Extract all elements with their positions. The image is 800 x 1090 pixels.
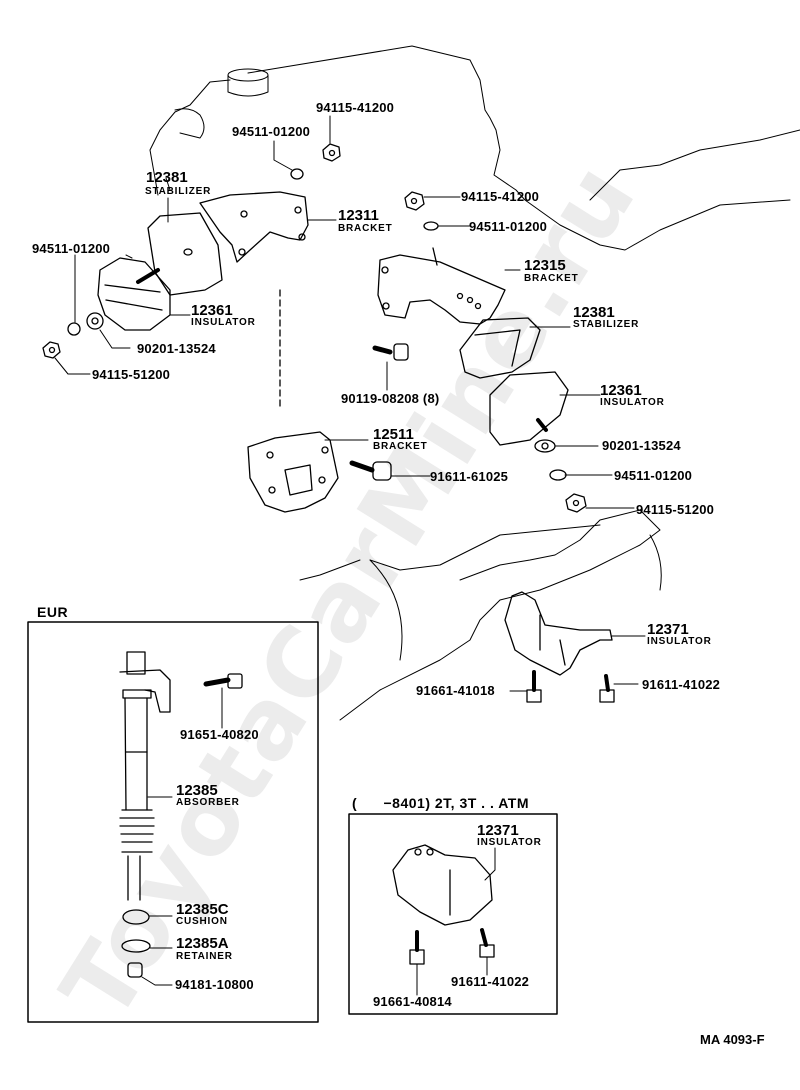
hardware-left bbox=[42, 143, 341, 359]
part-number-atm-bolt-91611-41022: 91611-41022 bbox=[451, 974, 530, 989]
part-name-rear-insulator: INSULATOR bbox=[647, 636, 712, 647]
rear-bolts bbox=[526, 670, 615, 703]
part-number-washer-right-top: 94511-01200 bbox=[469, 219, 548, 234]
part-name-absorber: ABSORBER bbox=[176, 797, 240, 808]
atm-box-frame bbox=[348, 813, 558, 1015]
part-name-retainer: RETAINER bbox=[176, 951, 233, 962]
part-number-bolt-91661-41018: 91661-41018 bbox=[416, 683, 495, 698]
eur-leaders bbox=[141, 687, 223, 986]
part-number-bolt-91611-61025: 91611-61025 bbox=[430, 469, 509, 484]
part-number-nut-right: 94115-51200 bbox=[636, 502, 715, 517]
transmission-outline bbox=[299, 509, 662, 721]
bracket-12311 bbox=[199, 191, 309, 263]
part-number-bracket-12315: 12315 bbox=[524, 257, 566, 274]
part-number-washer-94511-01200: 94511-01200 bbox=[232, 124, 311, 139]
absorber-12385 bbox=[119, 651, 171, 978]
part-number-bolt-90119-08208: 90119-08208 (8) bbox=[341, 391, 440, 406]
part-number-bracket-12311: 12311 bbox=[338, 207, 379, 224]
eur-box-title: EUR bbox=[37, 604, 69, 620]
part-number-nut-94115-41200: 94115-41200 bbox=[316, 100, 395, 115]
part-name-bracket-mid: BRACKET bbox=[373, 441, 428, 452]
part-name-bracket: BRACKET bbox=[338, 223, 393, 234]
part-number-atm-bolt-91661-40814: 91661-40814 bbox=[373, 994, 452, 1009]
diagram-code: MA 4093-F bbox=[700, 1032, 765, 1047]
rear-insulator bbox=[504, 591, 613, 676]
engine-outline bbox=[149, 45, 800, 251]
part-number-plate-right: 90201-13524 bbox=[602, 438, 681, 453]
insulator-right bbox=[489, 371, 569, 446]
bracket-12511 bbox=[247, 431, 339, 513]
bolt-91611-61025 bbox=[349, 460, 392, 481]
atm-insulator bbox=[392, 844, 493, 926]
part-number-insulator-12361: 12361 bbox=[191, 302, 233, 319]
eur-bolt bbox=[203, 673, 243, 689]
part-number-insulator-right: 12361 bbox=[600, 382, 642, 399]
part-number-atm-insulator-12371: 12371 bbox=[477, 822, 519, 839]
part-number-eur-nut: 94181-10800 bbox=[175, 977, 254, 992]
insulator-left bbox=[97, 257, 171, 331]
part-name-stabilizer: STABILIZER bbox=[145, 186, 212, 197]
stabilizer-left bbox=[147, 212, 223, 296]
hardware-right bbox=[372, 191, 587, 513]
part-number-bracket-12511: 12511 bbox=[373, 426, 414, 443]
part-number-washer-right: 94511-01200 bbox=[614, 468, 693, 483]
part-number-nut-right-top: 94115-41200 bbox=[461, 189, 540, 204]
atm-box-title: ( −8401) 2T, 3T . . ATM bbox=[352, 795, 529, 811]
part-name-insulator-right: INSULATOR bbox=[600, 397, 665, 408]
part-number-stabilizer-right: 12381 bbox=[573, 304, 615, 321]
part-name-stabilizer-right: STABILIZER bbox=[573, 319, 640, 330]
part-name-atm-insulator: INSULATOR bbox=[477, 837, 542, 848]
part-name-cushion: CUSHION bbox=[176, 916, 228, 927]
atm-bolts bbox=[409, 847, 496, 996]
part-number-plate-90201-13524: 90201-13524 bbox=[137, 341, 216, 356]
part-number-rear-insulator-12371: 12371 bbox=[647, 621, 689, 638]
part-number-bolt-91611-41022: 91611-41022 bbox=[642, 677, 721, 692]
leader-lines bbox=[54, 115, 646, 692]
part-number-eur-bolt: 91651-40820 bbox=[180, 727, 259, 742]
part-number-absorber-12385: 12385 bbox=[176, 782, 218, 799]
part-number-retainer-12385a: 12385A bbox=[176, 935, 229, 952]
part-number-stabilizer-12381: 12381 bbox=[146, 169, 188, 186]
stabilizer-right bbox=[459, 317, 541, 379]
part-name-insulator: INSULATOR bbox=[191, 317, 256, 328]
part-number-cushion-12385c: 12385C bbox=[176, 901, 229, 918]
part-name-bracket-right: BRACKET bbox=[524, 273, 579, 284]
bracket-12315 bbox=[377, 247, 506, 325]
eur-box-frame bbox=[27, 621, 319, 1023]
part-number-washer-left: 94511-01200 bbox=[32, 241, 111, 256]
part-number-nut-94115-51200: 94115-51200 bbox=[92, 367, 171, 382]
